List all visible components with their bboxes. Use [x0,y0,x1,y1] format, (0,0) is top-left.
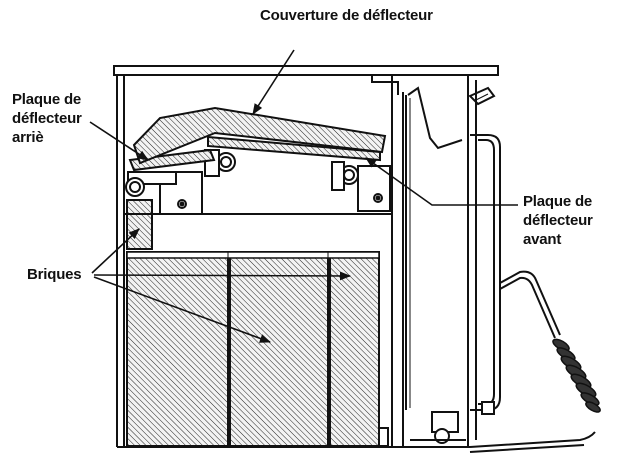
door-handle [499,270,601,413]
front-baffle-plate [207,135,381,162]
arrow-brick-side [91,228,140,274]
baffle-cover [132,106,387,165]
label-rear-baffle-plate: Plaque de déflecteur arriè [12,91,82,146]
label-baffle-cover: Couverture de déflecteur [260,7,433,24]
arrow-cover [252,49,295,115]
rear-baffle-plate [128,148,216,172]
baffle-supports [124,149,392,215]
brick-side [126,199,153,250]
label-front-baffle-plate: Plaque de déflecteur avant [523,193,593,248]
brick-middle [229,251,329,447]
brick-right [329,251,380,447]
stove-body [113,65,499,448]
bricks [126,199,380,447]
arrow-brick-right [93,271,352,281]
door-assembly [371,74,501,415]
arrow-rear-plate [89,121,149,161]
arrow-brick-middle [93,276,272,343]
brick-left [126,251,229,447]
label-bricks: Briques [27,266,82,283]
arrow-front-plate [365,157,518,206]
base-parts [377,411,596,453]
leader-lines [89,49,518,343]
